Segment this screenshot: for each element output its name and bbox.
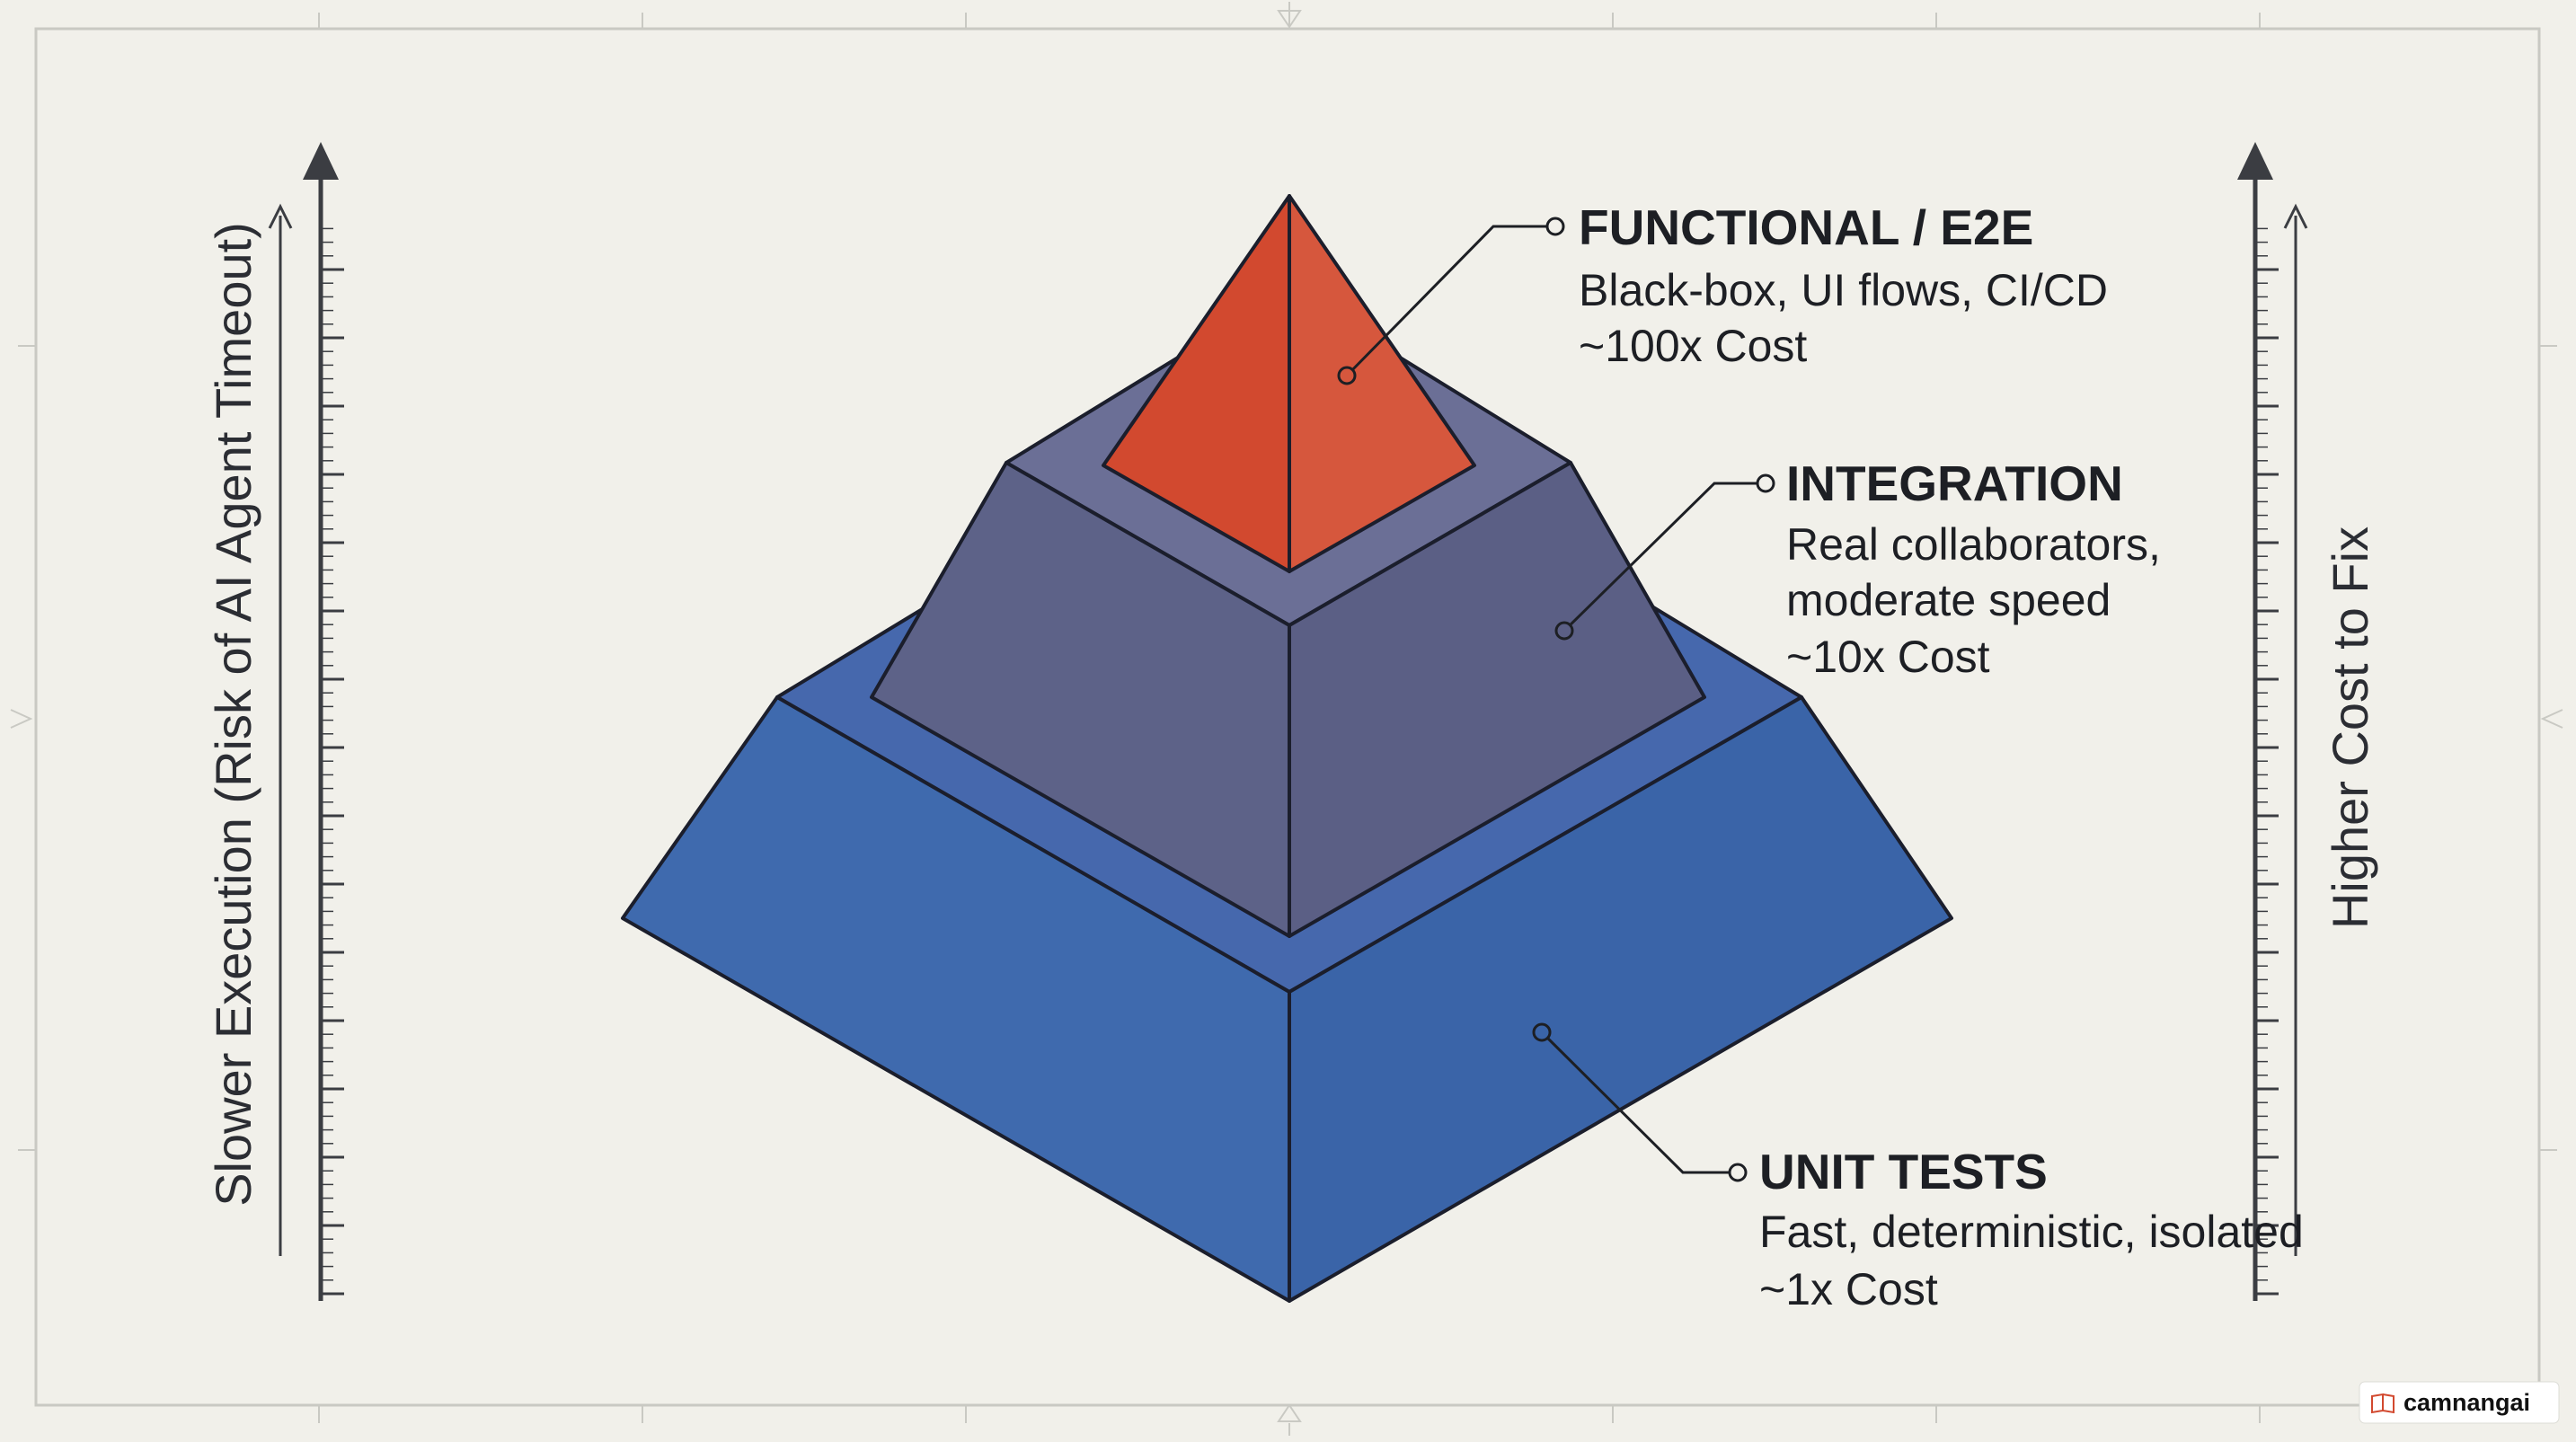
functional-tier-right-face <box>1288 194 1476 573</box>
right-axis-ticks <box>2255 227 2279 1296</box>
right-axis-thin-arrow-icon <box>2283 203 2308 229</box>
integration-cost: ~10x Cost <box>1786 632 1990 682</box>
left-axis-label: Slower Execution (Risk of AI Agent Timeo… <box>205 222 261 1207</box>
left-axis <box>279 175 323 1301</box>
integration-desc-line-2: moderate speed <box>1786 575 2111 625</box>
left-axis-ticks <box>321 227 344 1296</box>
integration-title: INTEGRATION <box>1786 456 2123 511</box>
right-axis-label: Higher Cost to Fix <box>2322 526 2378 929</box>
book-icon <box>2371 1393 2395 1414</box>
integration-leader-end <box>1756 473 1775 493</box>
integration-desc-line-1: Real collaborators, <box>1786 519 2161 570</box>
unit-cost: ~1x Cost <box>1759 1264 1938 1314</box>
integration-tier-right-face <box>1288 461 1706 938</box>
right-axis-arrow-icon <box>2237 142 2273 180</box>
unit-title: UNIT TESTS <box>1759 1144 2048 1199</box>
functional-tier <box>1102 194 1476 573</box>
unit-desc-line: Fast, deterministic, isolated <box>1759 1207 2304 1257</box>
integration-leader <box>1554 473 1775 641</box>
right-axis <box>2253 175 2297 1301</box>
unit-tier-right-face <box>1288 695 1953 1303</box>
unit-leader <box>1532 1022 1748 1182</box>
left-axis-arrow-icon <box>303 142 339 180</box>
unit-leader-end <box>1728 1163 1748 1182</box>
watermark-text: camnangai <box>2403 1389 2530 1416</box>
frame-marker-icons <box>10 2 2563 1436</box>
functional-leader-end <box>1545 217 1565 236</box>
functional-leader-dot <box>1337 366 1357 385</box>
functional-leader <box>1337 217 1565 385</box>
functional-title: FUNCTIONAL / E2E <box>1579 199 2033 255</box>
unit-leader-dot <box>1532 1022 1552 1042</box>
watermark-badge: camnangai <box>2359 1381 2560 1424</box>
frame-border <box>34 27 2541 1407</box>
functional-cost: ~100x Cost <box>1579 321 1807 371</box>
frame-ticks <box>18 13 2557 1423</box>
left-axis-thin-arrow-icon <box>268 203 293 229</box>
functional-desc-line: Black-box, UI flows, CI/CD <box>1579 265 2108 315</box>
integration-leader-dot <box>1554 621 1574 641</box>
